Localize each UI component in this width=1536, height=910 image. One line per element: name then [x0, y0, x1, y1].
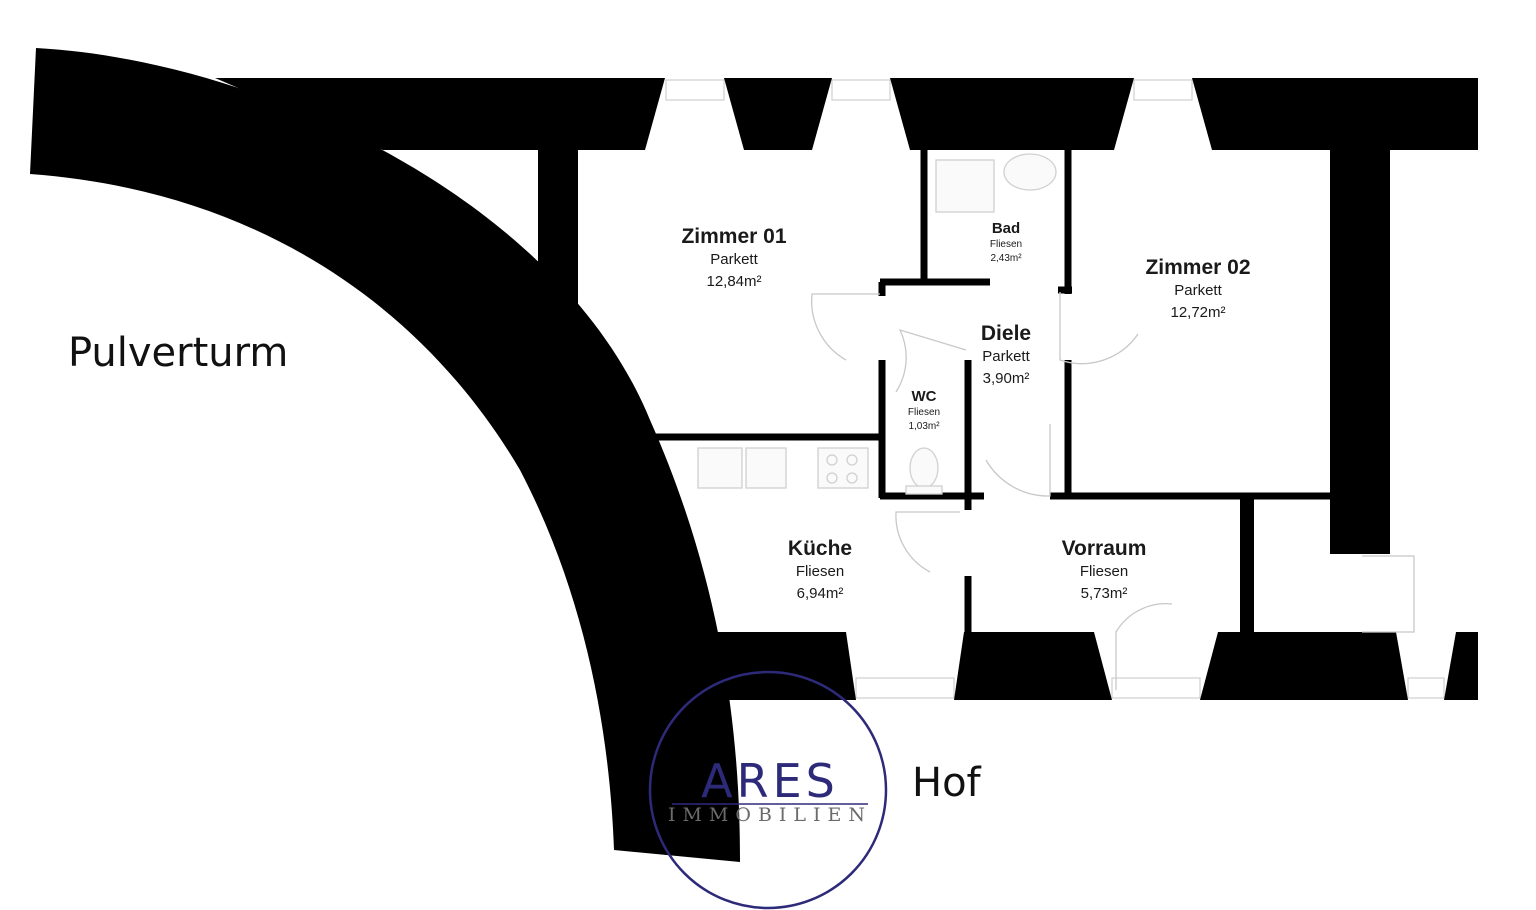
- interior-walls: [538, 150, 1330, 632]
- toilet: [909, 447, 939, 489]
- room-material: Parkett: [710, 251, 758, 268]
- room-kueche: Küche Fliesen 6,94m²: [788, 537, 852, 602]
- stove: [817, 447, 869, 489]
- room-material: Fliesen: [1080, 563, 1128, 580]
- hof-label: Hof: [912, 760, 982, 806]
- room-material: Parkett: [982, 348, 1030, 365]
- room-area: 2,43m²: [990, 253, 1022, 264]
- room-name: Vorraum: [1062, 537, 1147, 560]
- logo-text-main: ARES: [701, 754, 839, 808]
- room-material: Fliesen: [796, 563, 844, 580]
- pulverturm-wall: [30, 48, 740, 862]
- room-bad: Bad Fliesen 2,43m²: [990, 220, 1022, 264]
- logo-text-sub: IMMOBILIEN: [668, 804, 872, 826]
- room-area: 1,03m²: [908, 421, 940, 432]
- windows-top: [665, 79, 1193, 101]
- room-name: WC: [912, 388, 937, 405]
- kitchen-sink: [697, 447, 743, 489]
- room-material: Parkett: [1174, 282, 1222, 299]
- wall-pier-3: [1192, 78, 1478, 150]
- wall-bottom-2: [954, 632, 1112, 700]
- shower-tray: [935, 159, 995, 213]
- room-name: Zimmer 02: [1145, 256, 1250, 279]
- wall-bottom-4: [1444, 632, 1478, 700]
- room-area: 3,90m²: [983, 370, 1030, 387]
- room-area: 5,73m²: [1081, 585, 1128, 602]
- ares-logo: ARES IMMOBILIEN: [648, 670, 888, 910]
- room-name: Küche: [788, 537, 852, 560]
- room-material: Fliesen: [908, 407, 940, 418]
- room-area: 12,84m²: [706, 273, 761, 290]
- kitchen-counter: [697, 447, 869, 489]
- room-wc: WC Fliesen 1,03m²: [908, 388, 940, 432]
- wall-right-pillar: [1330, 150, 1390, 554]
- wall-bottom-3: [1200, 632, 1408, 700]
- windows-bottom: [855, 677, 1445, 699]
- washbasin: [1003, 153, 1057, 191]
- pulverturm-label: Pulverturm: [68, 330, 288, 376]
- room-material: Fliesen: [990, 239, 1022, 250]
- room-vorraum: Vorraum Fliesen 5,73m²: [1062, 537, 1147, 602]
- room-diele: Diele Parkett 3,90m²: [981, 322, 1031, 387]
- room-name: Zimmer 01: [681, 225, 786, 248]
- room-zimmer-01: Zimmer 01 Parkett 12,84m²: [681, 225, 786, 290]
- wall-pier-1: [724, 78, 832, 150]
- room-zimmer-02: Zimmer 02 Parkett 12,72m²: [1145, 256, 1250, 321]
- room-area: 12,72m²: [1170, 304, 1225, 321]
- door-swings: [810, 292, 1415, 690]
- exterior-wall-top: [215, 78, 665, 150]
- logo-ring: [648, 670, 888, 910]
- room-name: Bad: [992, 220, 1020, 237]
- room-area: 6,94m²: [797, 585, 844, 602]
- room-name: Diele: [981, 322, 1031, 345]
- wall-pier-2: [890, 78, 1134, 150]
- bathroom-fixtures: [905, 153, 1057, 495]
